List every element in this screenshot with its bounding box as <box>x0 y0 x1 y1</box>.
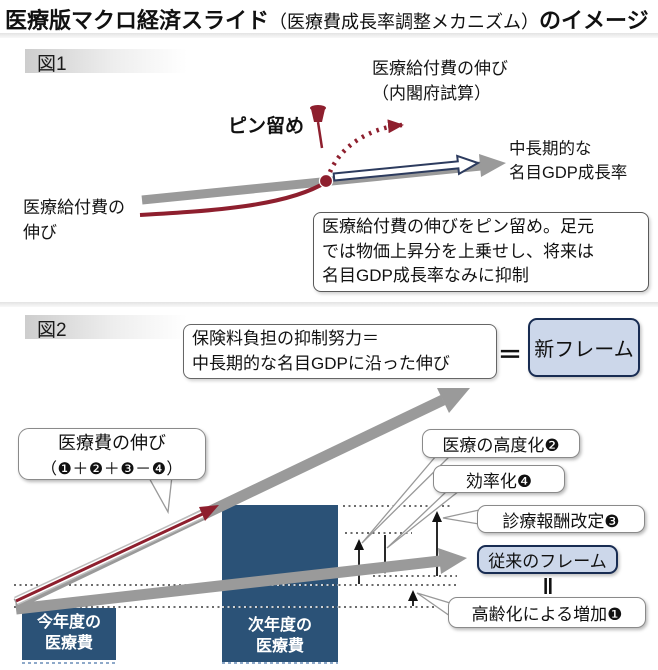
fig2-advancement-bubble: 医療の高度化❷ <box>422 429 580 458</box>
aging-tail <box>416 592 451 618</box>
fig2-badge: 図2 <box>25 315 187 341</box>
pushpin-icon <box>310 105 326 149</box>
fig2-effort-box: 保険料負担の抑制努力＝ 中長期的な名目GDPに沿った伸び <box>183 324 497 380</box>
fig2-growth-bubble-title: 医療費の伸び <box>58 433 166 453</box>
fig2-this-year-bar: 今年度の 医療費 <box>22 608 116 660</box>
fig1-pin-label: ピン留め <box>228 116 305 137</box>
fig1-benefit-curve <box>139 180 328 217</box>
fig2-next-year-bar: 次年度の 医療費 <box>222 505 338 662</box>
fig1-cabinet-estimate-dotted-curve <box>327 119 404 173</box>
growth-bubble-tail <box>146 475 173 515</box>
fig2-equals-sign: ＝ <box>498 342 522 369</box>
fig2-growth-bubble: 医療費の伸び （❶＋❷＋❸－❹） <box>18 428 206 480</box>
fee-revision-tail <box>442 509 480 525</box>
title-paren: （医療費成長率調整メカニズム） <box>269 12 540 32</box>
fig1-pinned-path-arrow <box>332 154 481 182</box>
fig2-efficiency-bubble: 効率化❹ <box>433 465 565 493</box>
medical-cost-growth-arrow <box>14 505 219 606</box>
fig2-growth-bubble-formula: （❶＋❷＋❸－❹） <box>41 461 183 478</box>
fig1-benefit-growth-cabinet-label: 医療給付費の伸び （内閣府試算） <box>372 59 508 103</box>
efficiency-tail <box>386 490 461 549</box>
fig2-next-year-label: 次年度の 医療費 <box>247 617 312 656</box>
title-main: 医療版マクロ経済スライド <box>5 8 270 33</box>
fig2-vertical-equals: ‖ <box>542 574 554 599</box>
fig1-gdp-growth-label: 中長期的な 名目GDP成長率 <box>509 140 628 182</box>
title-suffix: のイメージ <box>539 8 649 33</box>
fig1-note-box: 医療給付費の伸びをピン留め。足元 では物価上昇分を上乗せし、将来は 名目GDP成… <box>313 212 649 292</box>
page-title: 医療版マクロ経済スライド（医療費成長率調整メカニズム）のイメージ <box>5 3 655 35</box>
title-divider <box>0 33 658 38</box>
fig2-fee-revision-bubble: 診療報酬改定❸ <box>477 505 645 533</box>
fig2-old-frame-box: 従来のフレーム <box>477 545 618 574</box>
fig1-gdp-arrow <box>141 154 506 205</box>
fig1-benefit-growth-label: 医療給付費の 伸び <box>23 198 125 242</box>
fig1-badge: 図1 <box>25 49 187 75</box>
figure-divider <box>0 302 658 307</box>
fig2-aging-bubble: 高齢化による増加❶ <box>448 597 646 628</box>
fig1-pin-point <box>318 173 334 189</box>
fig2-this-year-label: 今年度の 医療費 <box>36 614 101 652</box>
component-arrows <box>354 511 442 606</box>
fig2-new-frame-box: 新フレーム <box>528 318 640 377</box>
